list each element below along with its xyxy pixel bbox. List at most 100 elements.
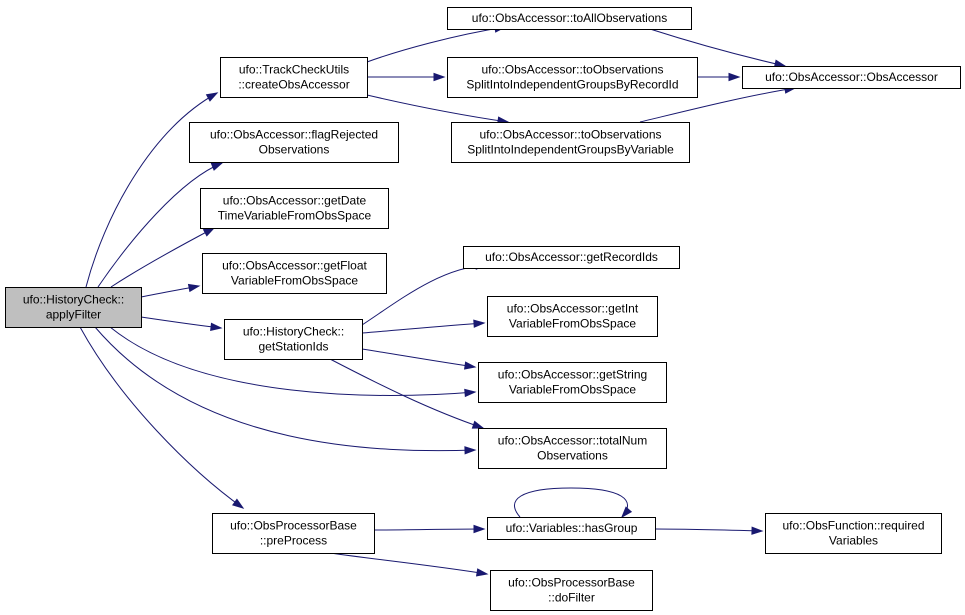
node-obs-accessor-ctor[interactable]: ufo::ObsAccessor::ObsAccessor — [742, 66, 961, 89]
arrowhead-icon — [433, 72, 446, 82]
node-label-line: VariableFromObsSpace — [509, 383, 636, 397]
edge-line — [94, 326, 476, 452]
arrowhead-icon — [475, 568, 489, 577]
node-label-line: ufo::ObsProcessorBase — [508, 576, 635, 590]
node-label-line: ufo::Variables::hasGroup — [506, 521, 638, 535]
node-label-line: ::createObsAccessor — [238, 78, 349, 92]
arrowhead-icon — [202, 227, 216, 237]
node-box[interactable] — [202, 253, 387, 294]
edge-get-station-ids-to-total-num-obs — [329, 358, 485, 429]
node-label-line: ufo::ObsAccessor::toObservations — [481, 63, 663, 77]
node-label-line: VariableFromObsSpace — [231, 274, 358, 288]
node-apply-filter[interactable]: ufo::HistoryCheck::applyFilter — [5, 287, 142, 328]
arrowhead-icon — [187, 283, 201, 293]
node-box[interactable] — [742, 66, 961, 89]
node-label-line: TimeVariableFromObsSpace — [218, 209, 372, 223]
edge-line — [361, 322, 485, 334]
arrowhead-icon — [232, 498, 245, 509]
node-label-line: ufo::ObsAccessor::toAllObservations — [472, 11, 667, 25]
node-box[interactable] — [451, 122, 690, 163]
arrowhead-icon — [205, 92, 219, 102]
node-label-line: ufo::HistoryCheck:: — [243, 325, 344, 339]
node-label-line: ufo::ObsFunction::required — [782, 519, 924, 533]
node-box[interactable] — [5, 287, 142, 328]
node-pre-process[interactable]: ufo::ObsProcessorBase::preProcess — [212, 513, 375, 554]
edge-line — [109, 326, 476, 396]
node-box[interactable] — [490, 570, 653, 611]
arrowhead-icon — [620, 506, 633, 519]
arrowhead-icon — [210, 162, 224, 171]
edge-line — [373, 528, 485, 531]
edge-line — [110, 227, 215, 288]
node-label-line: ufo::ObsAccessor::toObservations — [479, 128, 661, 142]
node-label-line: Observations — [259, 143, 330, 157]
edge-create-obs-accessor-to-to-obs-by-record — [366, 72, 446, 82]
edge-has-group-to-has-group — [514, 487, 633, 519]
node-box[interactable] — [487, 517, 656, 540]
node-box[interactable] — [447, 57, 698, 98]
node-label-line: ufo::ObsAccessor::getFloat — [222, 259, 367, 273]
node-label-line: ::preProcess — [260, 534, 327, 548]
node-label-line: ::doFilter — [548, 591, 595, 605]
edge-line — [654, 528, 763, 532]
edge-apply-filter-to-get-station-ids — [140, 316, 223, 331]
edge-get-station-ids-to-get-string-var — [361, 348, 477, 370]
node-get-int-var[interactable]: ufo::ObsAccessor::getIntVariableFromObsS… — [487, 296, 658, 337]
node-to-all-observations[interactable]: ufo::ObsAccessor::toAllObservations — [447, 7, 692, 30]
node-label-line: ufo::ObsProcessorBase — [230, 519, 357, 533]
edges-layer — [79, 24, 797, 577]
node-label-line: SplitIntoIndependentGroupsByVariable — [467, 143, 674, 157]
node-box[interactable] — [224, 319, 363, 360]
edge-apply-filter-to-create-obs-accessor — [85, 92, 219, 288]
edge-line — [366, 26, 506, 63]
edge-apply-filter-to-get-float-var — [140, 283, 201, 298]
node-get-record-ids[interactable]: ufo::ObsAccessor::getRecordIds — [463, 246, 680, 269]
node-get-station-ids[interactable]: ufo::HistoryCheck::getStationIds — [224, 319, 363, 360]
node-box[interactable] — [463, 246, 680, 269]
edge-line — [140, 316, 222, 329]
edge-apply-filter-to-pre-process — [79, 326, 245, 509]
node-has-group[interactable]: ufo::Variables::hasGroup — [487, 517, 656, 540]
edge-apply-filter-to-flag-rejected — [97, 162, 224, 288]
node-get-datetime-var[interactable]: ufo::ObsAccessor::getDateTimeVariableFro… — [200, 188, 389, 229]
node-label-line: ufo::ObsAccessor::getDate — [223, 194, 367, 208]
node-get-float-var[interactable]: ufo::ObsAccessor::getFloatVariableFromOb… — [202, 253, 387, 294]
edge-line — [97, 162, 223, 288]
edge-line — [366, 94, 509, 123]
node-box[interactable] — [765, 513, 942, 554]
edge-line — [649, 28, 786, 67]
node-box[interactable] — [220, 57, 368, 98]
edge-create-obs-accessor-to-to-all-observations — [366, 24, 507, 63]
arrowhead-icon — [751, 526, 764, 535]
node-box[interactable] — [478, 428, 667, 469]
node-do-filter[interactable]: ufo::ObsProcessorBase::doFilter — [490, 570, 653, 611]
edge-to-obs-by-record-to-obs-accessor-ctor — [696, 72, 741, 82]
node-box[interactable] — [189, 122, 399, 163]
node-label-line: getStationIds — [258, 340, 328, 354]
node-box[interactable] — [487, 296, 658, 337]
node-box[interactable] — [478, 362, 667, 403]
node-box[interactable] — [447, 7, 692, 30]
node-to-obs-by-record[interactable]: ufo::ObsAccessor::toObservationsSplitInt… — [447, 57, 698, 98]
arrowhead-icon — [471, 420, 485, 429]
edge-line — [79, 326, 244, 509]
node-label-line: ufo::ObsAccessor::ObsAccessor — [765, 70, 938, 84]
arrowhead-icon — [464, 446, 477, 455]
node-box[interactable] — [212, 513, 375, 554]
node-label-line: Variables — [829, 534, 878, 548]
node-to-obs-by-variable[interactable]: ufo::ObsAccessor::toObservationsSplitInt… — [451, 122, 690, 163]
node-flag-rejected[interactable]: ufo::ObsAccessor::flagRejectedObservatio… — [189, 122, 399, 163]
edge-line — [514, 487, 628, 518]
node-get-string-var[interactable]: ufo::ObsAccessor::getStringVariableFromO… — [478, 362, 667, 403]
node-box[interactable] — [200, 188, 389, 229]
node-label-line: ufo::ObsAccessor::totalNum — [498, 434, 647, 448]
node-create-obs-accessor[interactable]: ufo::TrackCheckUtils::createObsAccessor — [220, 57, 368, 98]
edge-line — [361, 348, 476, 368]
arrowhead-icon — [464, 388, 477, 398]
node-label-line: Observations — [537, 449, 608, 463]
arrowhead-icon — [464, 361, 477, 370]
edge-create-obs-accessor-to-to-obs-by-variable — [366, 94, 510, 125]
